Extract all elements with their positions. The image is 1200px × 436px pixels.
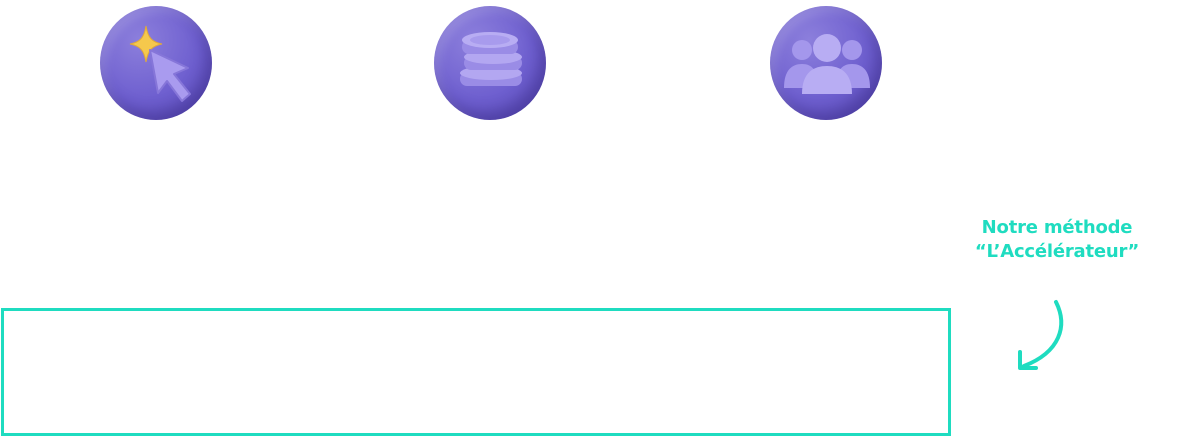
cursor-sparkle-graphic [129,25,191,102]
method-label: Notre méthode “L’Accélérateur” [952,216,1162,264]
outlined-frame [1,308,951,436]
sparkle-shape [129,25,163,63]
coin-stack-icon [434,6,546,120]
users-group-graphic [784,34,870,94]
method-label-line1: Notre méthode [981,217,1133,238]
curved-arrow-icon [1018,300,1064,370]
cursor-sparkle-icon [100,6,212,120]
user-center [802,34,852,94]
coin-top [462,32,518,54]
cursor-arrow-shape [149,49,191,102]
coin-stack-graphic [460,32,522,86]
method-label-line2: “L’Accélérateur” [974,241,1140,262]
users-group-icon [770,6,882,120]
